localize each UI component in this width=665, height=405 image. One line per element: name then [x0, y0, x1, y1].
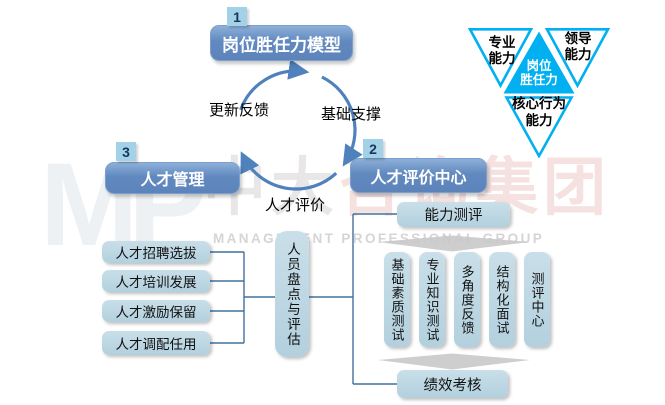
cycle-label-talent-evaluation: 人才评价	[265, 197, 326, 214]
badge-1: 1	[227, 7, 247, 26]
triangle-label-core-behavior: 核心行为 能力	[512, 96, 566, 128]
triangle-label-leadership: 领导 能力	[564, 31, 592, 62]
cycle-arc-top-icon	[239, 59, 310, 111]
performance-review-box: 绩效考核	[397, 370, 508, 398]
down-chevron-icon-top	[378, 235, 530, 252]
management-item-recruitment: 人才招聘选拔	[102, 241, 210, 263]
company-tagline-watermark: MANAGEMENT PROFESSIONAL GROUP	[213, 231, 545, 246]
triangle-label-professional: 专业 能力	[488, 35, 516, 66]
method-basic-quality-test: 基础素质测试	[384, 252, 410, 347]
management-item-training: 人才培训发展	[102, 270, 210, 292]
method-professional-knowledge-test: 专业知识测试	[419, 252, 445, 347]
cycle-label-foundation-support: 基础支撑	[321, 106, 382, 123]
talent-management-box: 人才管理	[105, 162, 240, 194]
cycle-arc-right-icon	[321, 75, 363, 167]
down-chevron-icon-bottom	[378, 353, 530, 370]
method-multi-angle-feedback: 多角度反馈	[454, 252, 480, 347]
inventory-box: 人员盘点与评估	[275, 231, 309, 357]
badge-2: 2	[363, 139, 383, 158]
cycle-label-update-feedback: 更新反馈	[209, 102, 270, 119]
competency-triangle	[467, 27, 611, 159]
cycle-arc-bottom-icon	[240, 151, 338, 191]
competency-model-box: 岗位胜任力模型	[210, 25, 353, 61]
badge-3: 3	[116, 142, 136, 161]
left-connector-lines	[210, 251, 275, 344]
triangle-label-competency: 岗位 胜任力	[520, 59, 558, 87]
triangle-top-right-outline	[544, 27, 611, 89]
method-assessment-center: 测评中心	[524, 252, 550, 347]
right-connector-lines	[309, 213, 397, 385]
triangle-top-left-outline	[467, 27, 534, 89]
evaluation-center-box: 人才评价中心	[350, 158, 487, 193]
ability-assessment-box: 能力测评	[397, 202, 510, 227]
method-structured-interview: 结构化面试	[489, 252, 515, 347]
management-item-incentive: 人才激励保留	[102, 300, 210, 322]
cycle-circle-arrows	[239, 59, 363, 191]
management-item-deployment: 人才调配任用	[102, 331, 210, 355]
triangle-center-filled	[503, 31, 575, 94]
triangle-bottom-outline	[504, 96, 574, 159]
